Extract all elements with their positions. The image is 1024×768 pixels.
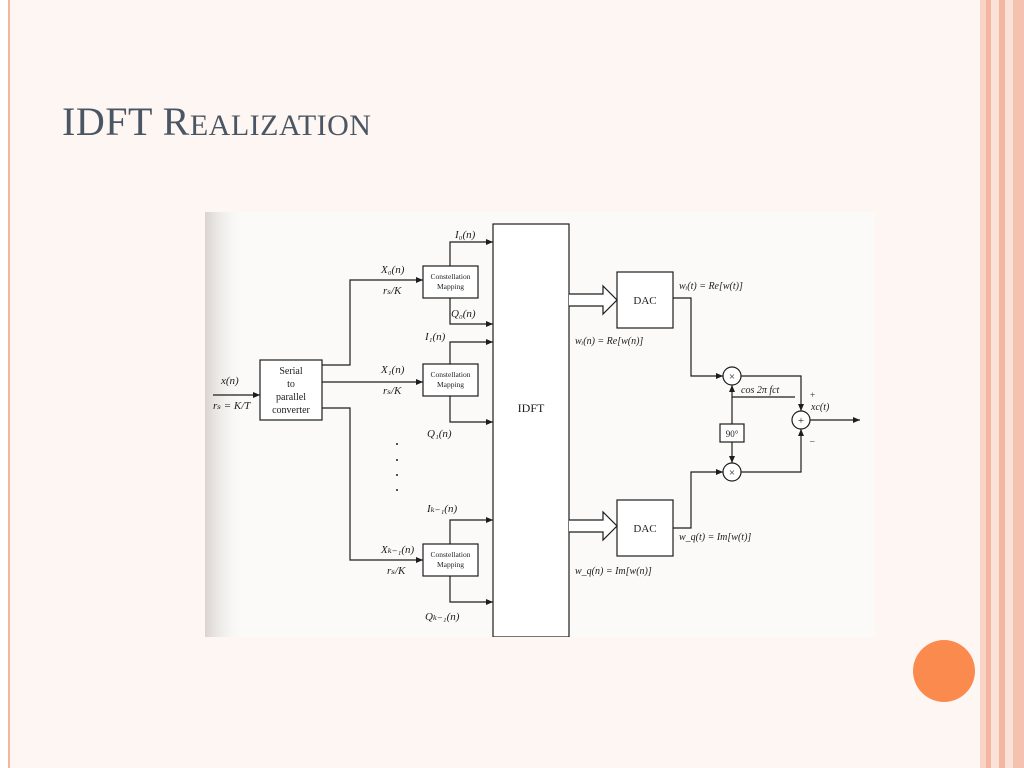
dac-box-top (616, 271, 674, 329)
title-part-2-rest: EALIZATION (189, 109, 372, 142)
qk-line (449, 576, 493, 605)
x1-rate-label: rₛ/K (383, 385, 402, 397)
phase-shift-label: 90° (726, 429, 739, 439)
decor-stripe (1005, 0, 1013, 768)
adder-plus-sign: + (810, 390, 815, 400)
adder-minus-sign: – (809, 436, 815, 446)
multiplier-bottom-symbol: × (729, 467, 735, 479)
idft-box (492, 223, 570, 637)
idft-label: IDFT (518, 401, 545, 415)
dot (396, 459, 398, 461)
top-to-adder (741, 375, 804, 411)
block-diagram-svg: x(n) rₛ = K/T Serial to parallel convert… (205, 212, 860, 637)
carrier-label: cos 2π fсt (741, 385, 780, 396)
dac-top-out-line (673, 297, 723, 379)
serial-parallel-line-4: converter (272, 405, 310, 416)
x0-label: X₀(n) (380, 264, 405, 276)
input-signal-label: x(n) (220, 375, 239, 387)
page-shadow (205, 212, 245, 637)
hollow-arrow-top (569, 284, 618, 316)
title-part-1: IDFT (62, 99, 163, 144)
dot (396, 474, 398, 476)
i0-label: I₀(n) (454, 229, 476, 241)
hollow-arrow-bottom (569, 510, 618, 542)
q1-label: Q₁(n) (427, 428, 452, 440)
branch-k-line (322, 407, 423, 563)
dac-top-label: DAC (633, 295, 656, 307)
adder-symbol: + (798, 415, 804, 427)
dot (396, 443, 398, 445)
frame-border-left (8, 0, 10, 768)
mapper-1-line-2: Mapping (437, 380, 464, 389)
mapper-0-line-1: Constellation (431, 272, 471, 281)
dac-bottom-out-line (673, 469, 723, 529)
dot (396, 489, 398, 491)
decor-stripe (999, 0, 1005, 768)
ik-line (449, 517, 493, 544)
ellipsis-dots (396, 443, 398, 491)
mapper-box-0 (422, 265, 479, 299)
serial-parallel-line-2: to (287, 379, 295, 390)
serial-parallel-line-1: Serial (279, 366, 303, 377)
xk-rate-label: rₛ/K (387, 565, 406, 577)
ik-label: Iₖ₋₁(n) (426, 503, 457, 515)
xk-label: Xₖ₋₁(n) (380, 544, 415, 556)
multiplier-top-symbol: × (729, 371, 735, 383)
wq-n-label: w_q(n) = Im[w(n)] (575, 566, 652, 577)
wi-n-label: wᵢ(n) = Re[w(n)] (575, 336, 643, 347)
wi-t-label: wᵢ(t) = Re[w(t)] (679, 281, 743, 292)
branch-0-line (322, 277, 423, 366)
serial-parallel-box (259, 359, 323, 421)
q0-label: Q₀(n) (451, 308, 476, 320)
decor-stripe (1013, 0, 1024, 768)
i0-line (449, 239, 493, 266)
bottom-to-adder (741, 429, 804, 473)
decor-stripe (986, 0, 991, 768)
q0-line (449, 298, 493, 327)
block-diagram: x(n) rₛ = K/T Serial to parallel convert… (205, 212, 875, 637)
accent-circle (913, 640, 975, 702)
q1-line (449, 396, 493, 425)
slide-title: IDFT REALIZATION (62, 98, 371, 145)
x1-label: X₁(n) (380, 364, 405, 376)
x0-rate-label: rₛ/K (383, 285, 402, 297)
output-label: xс(t) (810, 402, 830, 413)
mapper-box-1 (422, 363, 479, 397)
decor-stripe (980, 0, 986, 768)
i1-line (449, 339, 493, 364)
input-rate-label: rₛ = K/T (213, 400, 251, 412)
mapper-k-line-1: Constellation (431, 550, 471, 559)
qk-label: Qₖ₋₁(n) (425, 611, 460, 623)
i1-label: I₁(n) (424, 331, 446, 343)
title-part-2-cap: R (162, 99, 190, 144)
dac-bottom-label: DAC (633, 523, 656, 535)
serial-parallel-line-3: parallel (276, 392, 306, 403)
mapper-0-line-2: Mapping (437, 282, 464, 291)
mapper-k-line-2: Mapping (437, 560, 464, 569)
decor-stripe (991, 0, 999, 768)
wq-t-label: w_q(t) = Im[w(t)] (679, 532, 751, 543)
mapper-1-line-1: Constellation (431, 370, 471, 379)
